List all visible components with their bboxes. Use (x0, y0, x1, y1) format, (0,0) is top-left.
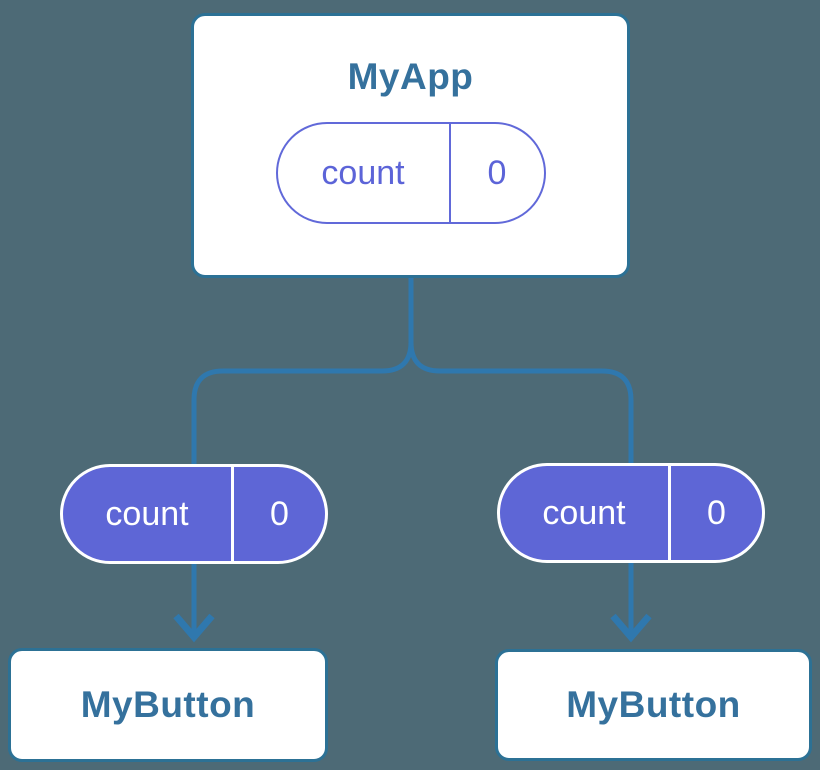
node-mybutton-left: MyButton (8, 648, 328, 762)
prop-pill-right-key: count (500, 466, 671, 560)
branch-right-line (408, 341, 634, 470)
prop-pill-right: count 0 (497, 463, 765, 563)
state-pill-key: count (278, 124, 451, 222)
left-arrow-down-icon (173, 613, 215, 643)
prop-pill-left: count 0 (60, 464, 328, 564)
branch-left-line (191, 341, 414, 470)
prop-pill-right-value: 0 (707, 493, 726, 532)
prop-pill-left-value: 0 (270, 494, 289, 533)
prop-pill-left-key: count (63, 467, 234, 561)
state-pill-value: 0 (487, 153, 507, 192)
right-arrow-down-icon (610, 613, 652, 643)
node-myapp-title: MyApp (347, 56, 474, 97)
node-mybutton-right: MyButton (495, 649, 812, 761)
node-mybutton-left-title: MyButton (80, 684, 256, 725)
node-myapp: MyApp count 0 (191, 13, 630, 278)
node-mybutton-right-title: MyButton (566, 684, 741, 725)
state-pill-count: count 0 (275, 122, 546, 224)
